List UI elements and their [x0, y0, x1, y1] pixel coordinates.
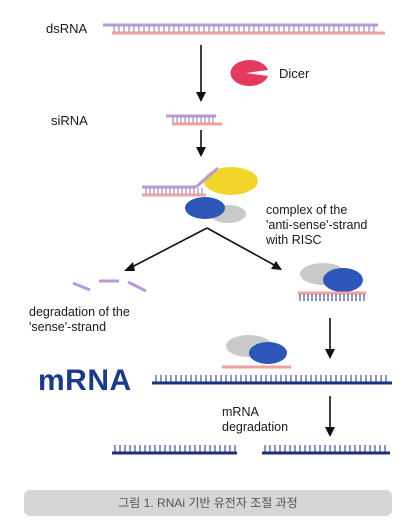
- arrow-mrna-to-degradation: [325, 396, 335, 437]
- dsrna-base-ticks: [113, 26, 375, 32]
- mrna-degradation-line-2: degradation: [222, 420, 289, 434]
- caption-bar: 그림 1. RNAi 기반 유전자 조절 과정: [24, 490, 392, 516]
- dicer-label: Dicer: [279, 66, 310, 81]
- mrna-big-label: mRNA: [38, 364, 132, 397]
- mrna-strand: [152, 375, 392, 385]
- cleaved-mrna-fragments: [112, 445, 390, 455]
- complex-label-line-2: 'anti-sense'-strand: [266, 218, 368, 232]
- degraded-sense-fragments: [72, 279, 147, 293]
- mrna-degradation-label: mRNA degradation: [222, 405, 288, 435]
- degradation-sense-line-2: 'sense'-strand: [29, 320, 107, 334]
- risc-yellow-shape: [204, 167, 258, 195]
- degradation-sense-line-1: degradation of the: [29, 305, 130, 319]
- complex-label: complex of the 'anti-sense'-strand with …: [266, 203, 367, 248]
- risc-loading-complex: [142, 166, 258, 223]
- risc-bound-to-mrna: [222, 335, 291, 369]
- degradation-sense-label: degradation of the 'sense'-strand: [29, 305, 130, 335]
- dsrna-duplex: [103, 23, 385, 35]
- active-risc-complex: [298, 263, 366, 301]
- complex-label-line-1: complex of the: [266, 203, 348, 217]
- sirna-duplex: [166, 114, 222, 126]
- branch-arrows: [124, 227, 282, 271]
- arrow-sirna-to-risc: [196, 130, 206, 157]
- complex-label-line-3: with RISC: [266, 233, 322, 247]
- dsrna-label: dsRNA: [46, 21, 88, 36]
- arrow-dsrna-to-sirna: [196, 45, 206, 102]
- risc-blue-shape: [185, 197, 225, 219]
- dicer-enzyme-shape: [230, 60, 268, 86]
- sirna-label: siRNA: [51, 113, 88, 128]
- figure-caption: 그림 1. RNAi 기반 유전자 조절 과정: [118, 496, 298, 510]
- arrow-risc-to-mrna: [325, 318, 335, 359]
- mrna-degradation-line-1: mRNA: [222, 405, 259, 419]
